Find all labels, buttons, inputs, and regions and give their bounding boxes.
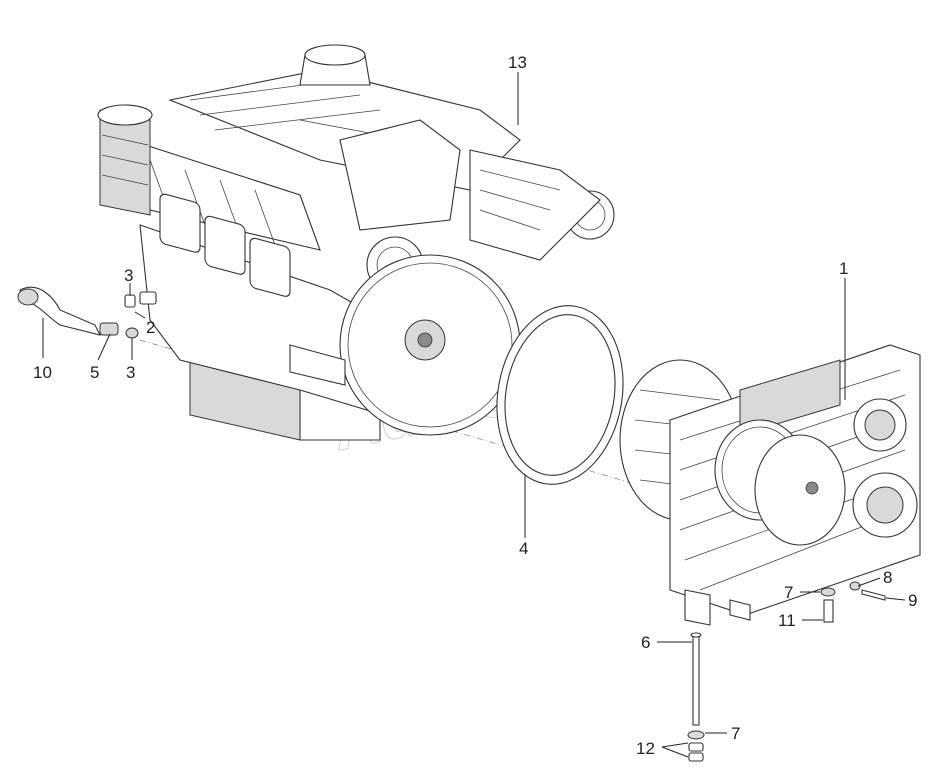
- callout-labels: 13 1 3 2 10 5 3 4 8 7 9 11 6 7 12: [33, 53, 917, 758]
- callout-1: 1: [839, 259, 848, 278]
- callout-8: 8: [883, 568, 892, 587]
- callout-7-lower: 7: [731, 724, 740, 743]
- callout-13: 13: [508, 53, 527, 72]
- transmission-housing: [619, 344, 921, 626]
- leader-lines: [42, 72, 906, 758]
- callout-4: 4: [519, 539, 528, 558]
- callout-12: 12: [636, 739, 655, 758]
- callout-11: 11: [778, 611, 796, 630]
- callout-9: 9: [908, 591, 917, 610]
- callout-3-lower: 3: [126, 363, 135, 382]
- drain-hose-assembly: [17, 286, 157, 339]
- callout-5: 5: [90, 363, 99, 382]
- callout-6: 6: [641, 633, 650, 652]
- callout-3-upper: 3: [124, 266, 133, 285]
- engine-assembly: [97, 44, 615, 441]
- callout-2: 2: [146, 318, 155, 337]
- callout-7-upper: 7: [784, 583, 793, 602]
- fastener-hardware: [687, 581, 886, 762]
- flywheel-housing-gasket: [496, 305, 624, 485]
- callout-10: 10: [33, 363, 52, 382]
